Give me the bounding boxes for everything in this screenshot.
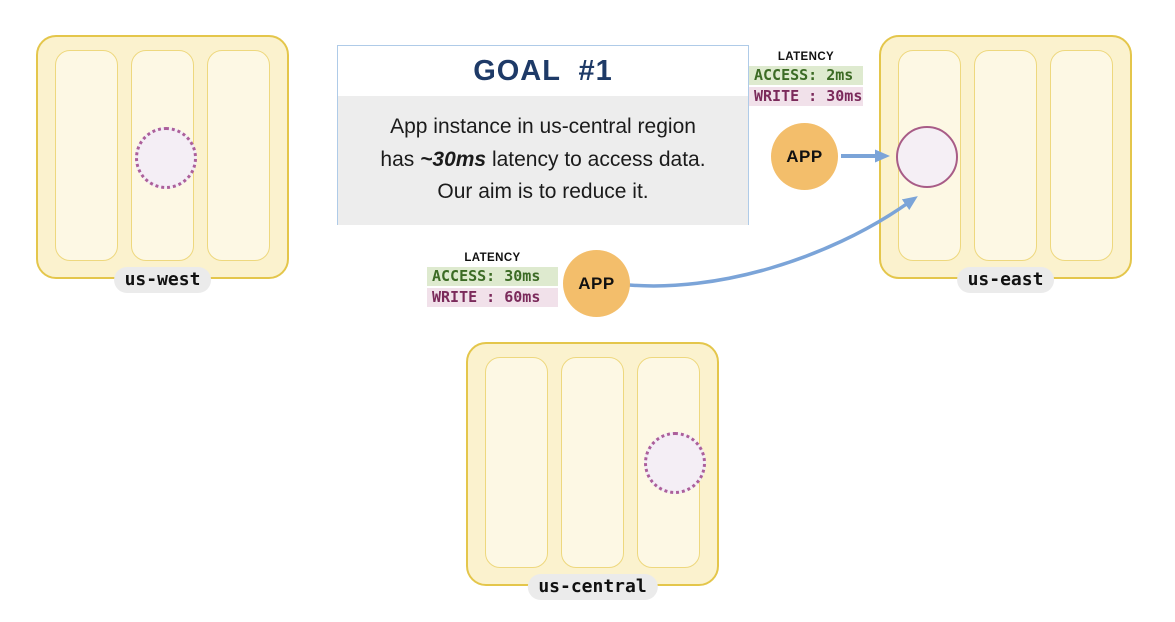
- goal-box: GOAL #1 App instance in us-central regio…: [337, 45, 749, 225]
- region-label-us-west: us-west: [113, 267, 212, 293]
- latency-write-us-central: WRITE : 60ms: [427, 288, 558, 307]
- zone-us-east-3: [1050, 50, 1113, 261]
- region-us-central: us-central: [466, 342, 719, 600]
- goal-body: App instance in us-central region has ~3…: [338, 96, 748, 225]
- app-instance-near-us-east: APP: [771, 123, 838, 190]
- db-primary-us-east: [896, 126, 958, 188]
- region-label-us-central: us-central: [527, 574, 658, 600]
- goal-line-1: App instance in us-central region: [390, 115, 696, 138]
- goal-line-3: Our aim is to reduce it.: [437, 180, 649, 203]
- db-replica-placeholder-us-west: [135, 127, 197, 189]
- latency-panel-us-east: LATENCY ACCESS: 2ms WRITE : 30ms: [749, 51, 863, 108]
- db-replica-placeholder-us-central: [644, 432, 706, 494]
- goal-latency-emphasis: ~30ms: [420, 147, 487, 171]
- goal-line-2: has ~30ms latency to access data.: [338, 144, 748, 177]
- zone-us-west-1: [55, 50, 118, 261]
- latency-access-us-central: ACCESS: 30ms: [427, 267, 558, 286]
- latency-title-us-east: LATENCY: [777, 51, 835, 63]
- zone-us-west-3: [207, 50, 270, 261]
- zone-us-central-1: [485, 357, 548, 568]
- goal-title: GOAL #1: [473, 54, 613, 87]
- region-label-us-east: us-east: [956, 267, 1055, 293]
- latency-access-us-east: ACCESS: 2ms: [749, 66, 863, 85]
- app-instance-us-central: APP: [563, 250, 630, 317]
- zone-us-central-2: [561, 357, 624, 568]
- goal-line-2a: has: [380, 147, 421, 171]
- latency-title-us-central: LATENCY: [464, 252, 521, 264]
- latency-panel-us-central: LATENCY ACCESS: 30ms WRITE : 60ms: [427, 252, 558, 309]
- region-us-west: us-west: [36, 35, 289, 293]
- zone-us-east-2: [974, 50, 1037, 261]
- latency-write-us-east: WRITE : 30ms: [749, 87, 863, 106]
- app-label: APP: [578, 273, 615, 293]
- app-label: APP: [786, 146, 823, 166]
- region-us-east: us-east: [879, 35, 1132, 293]
- goal-line-2c: latency to access data.: [486, 147, 706, 171]
